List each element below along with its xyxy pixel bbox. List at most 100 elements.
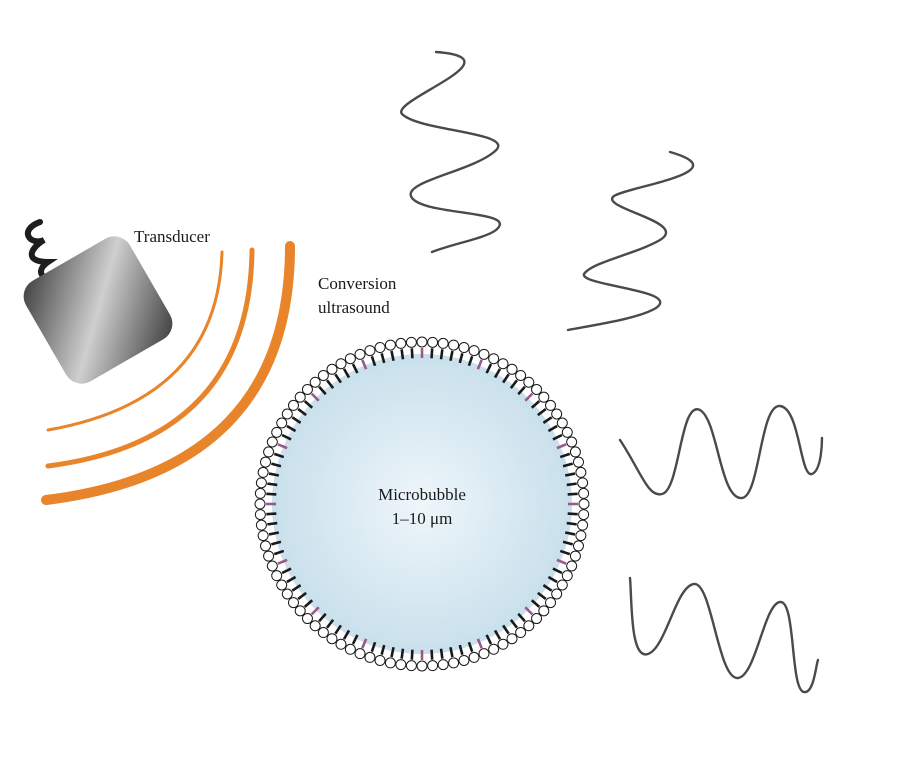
lipid-tail [547, 575, 558, 584]
ultrasound-wave-arcs [41, 241, 295, 505]
lipid-tail [542, 416, 553, 424]
lipid-tail [318, 385, 327, 396]
lipid-head [458, 342, 470, 354]
lipid-head [556, 417, 568, 429]
lipid-tail [517, 612, 526, 623]
microbubble-core [272, 354, 572, 654]
lipid-tail [351, 634, 359, 645]
lipid-head [566, 560, 578, 572]
lipid-head [497, 358, 509, 370]
lipid-head [405, 660, 417, 672]
lipid-head [395, 337, 407, 349]
lipid-head [344, 353, 356, 365]
lipid-tail [542, 584, 553, 592]
lipid-tail [509, 619, 518, 629]
lipid-tail [281, 567, 292, 575]
lipid-tail [268, 531, 280, 536]
lipid-head [523, 620, 535, 632]
lipid-tail [297, 591, 307, 600]
lipid-head [561, 570, 573, 582]
lipid-head [364, 651, 376, 663]
lipid-head [569, 550, 581, 562]
lipid-head [260, 456, 272, 468]
emitted-wave-4 [628, 576, 820, 694]
lipid-tail [564, 472, 576, 477]
lipid-head [566, 436, 578, 448]
lipid-head [364, 345, 376, 357]
lipid-tail [400, 349, 405, 360]
lipid-tail [318, 612, 327, 623]
microbubble-label-line2: 1–10 μm [392, 509, 453, 528]
lipid-head [266, 560, 278, 572]
lipid-tail [303, 400, 314, 409]
lipid-head [572, 540, 584, 552]
conversion-label-line2: ultrasound [318, 298, 390, 317]
transducer-label: Transducer [134, 227, 210, 246]
lipid-head [556, 579, 568, 591]
lipid-head [416, 336, 428, 348]
lipid-head [271, 570, 283, 582]
lipid-tail [467, 355, 474, 367]
lipid-head [335, 358, 347, 370]
lipid-tail [502, 624, 510, 635]
lipid-head [287, 399, 299, 411]
lipid-head [531, 383, 543, 395]
lipid-tail [273, 452, 285, 459]
lipid-tail [400, 648, 405, 659]
lipid-tail [286, 424, 297, 433]
lipid-tail [562, 540, 574, 546]
lipid-tail [559, 549, 571, 556]
lipid-head [538, 605, 550, 617]
lipid-head [437, 659, 449, 671]
conversion-label-line1: Conversion [318, 274, 397, 293]
lipid-tail [530, 400, 541, 409]
lipid-head [405, 336, 417, 348]
lipid-tail [458, 644, 464, 656]
lipid-head [281, 588, 293, 600]
lipid-tail [430, 348, 434, 359]
arc-outer [41, 241, 295, 505]
lipid-head [317, 627, 329, 639]
lipid-head [254, 509, 266, 521]
lipid-head [497, 638, 509, 650]
lipid-head [506, 633, 518, 645]
transducer-cable [24, 219, 59, 283]
lipid-tail [310, 392, 320, 402]
lipid-head [254, 487, 266, 499]
lipid-head [255, 519, 267, 531]
lipid-tail [303, 599, 314, 608]
lipid-tail [566, 521, 577, 526]
lipid-tail [390, 646, 395, 658]
lipid-head [384, 657, 396, 669]
lipid-head [506, 363, 518, 375]
lipid-head [578, 509, 590, 521]
lipid-tail [430, 649, 434, 660]
lipid-tail [270, 540, 282, 546]
lipid-tail [281, 433, 292, 441]
lipid-tail [439, 349, 444, 360]
lipid-tail [410, 649, 414, 660]
emitted-waves [400, 50, 824, 694]
lipid-head [354, 348, 366, 360]
lipid-tail [562, 462, 574, 468]
lipid-tail [467, 641, 474, 653]
microbubble-label-line1: Microbubble [378, 485, 466, 504]
lipid-head [468, 651, 480, 663]
lipid-tail [564, 531, 576, 536]
lipid-head [531, 613, 543, 625]
lipid-tail [266, 492, 277, 496]
lipid-tail [326, 619, 335, 629]
lipid-head [374, 342, 386, 354]
lipid-tail [493, 629, 502, 640]
lipid-head [326, 633, 338, 645]
transducer-icon [23, 236, 173, 384]
lipid-head [545, 597, 557, 609]
lipid-tail [556, 443, 567, 450]
lipid-tail [286, 575, 297, 584]
lipid-head [276, 579, 288, 591]
arc-middle [45, 247, 255, 469]
lipid-head [577, 519, 589, 531]
lipid-head [437, 337, 449, 349]
